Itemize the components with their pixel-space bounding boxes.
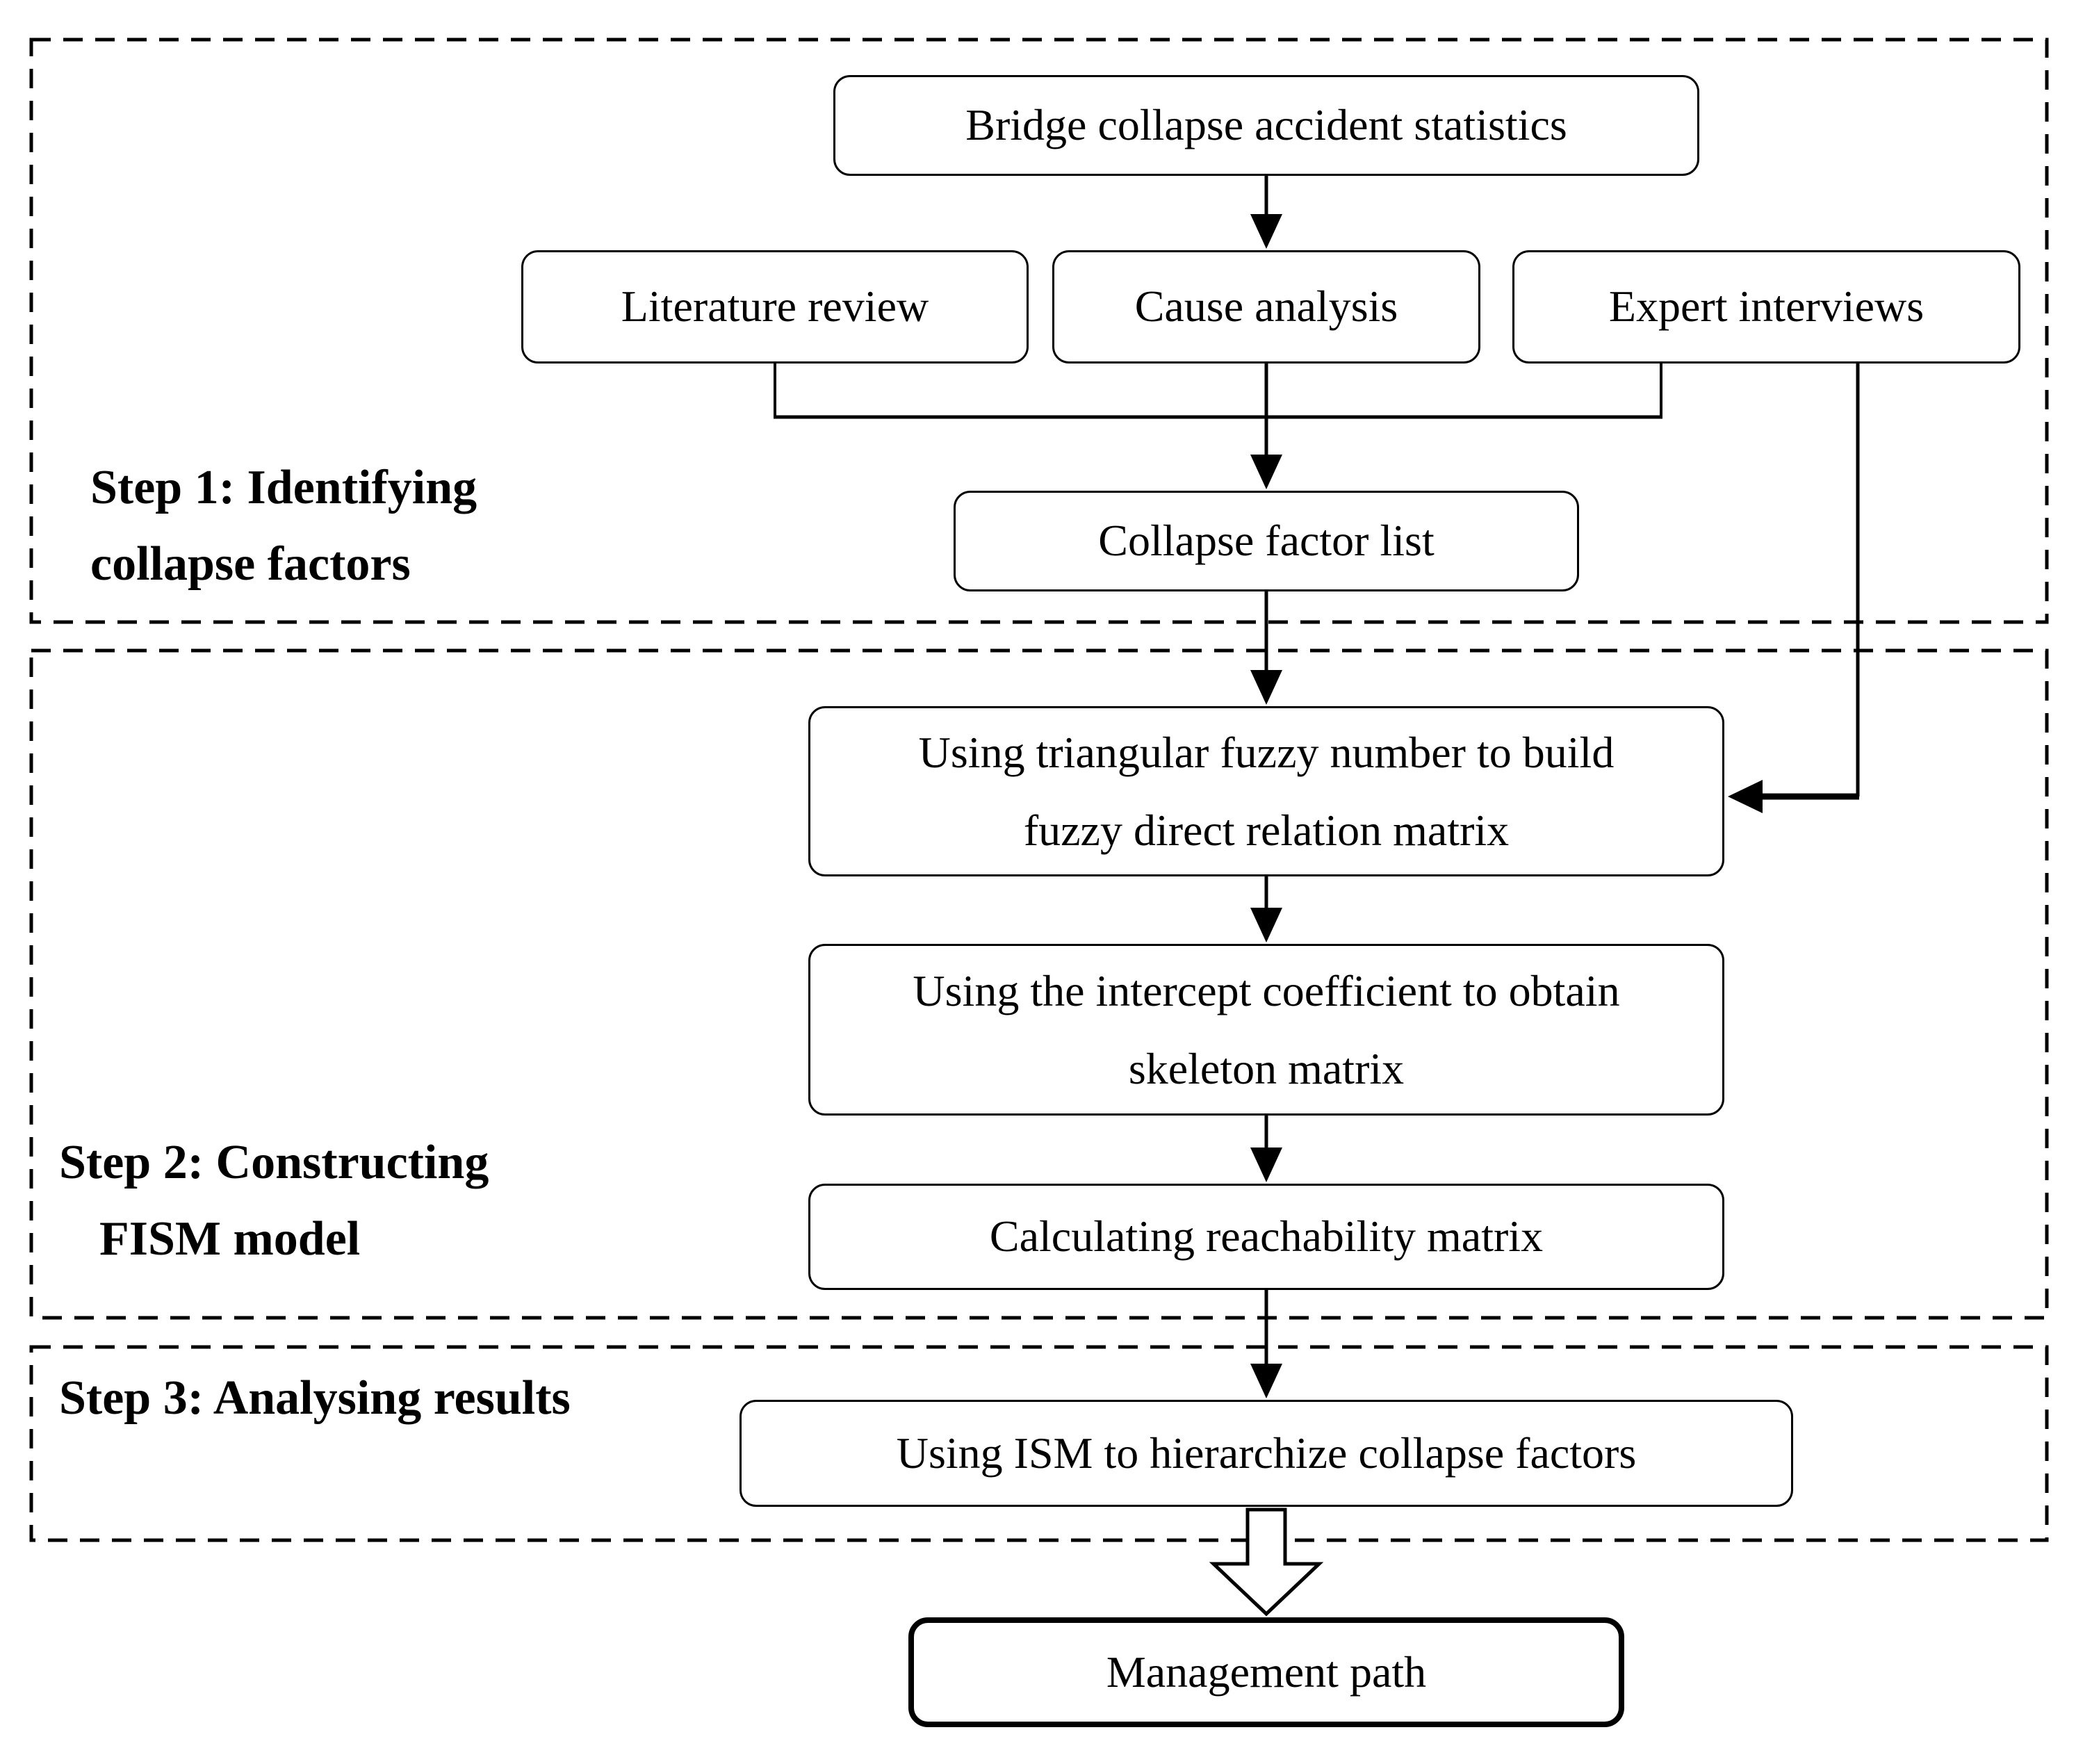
node-fuzzy-direct-relation-matrix-line1: Using triangular fuzzy number to build (918, 727, 1615, 777)
node-skeleton-matrix-line2: skeleton matrix (1128, 1043, 1405, 1093)
step3-label-line1: Step 3: Analysing results (59, 1371, 571, 1425)
node-literature-review-label: Literature review (621, 281, 929, 332)
step3-dashed-region (29, 1345, 2049, 1542)
hollow-down-arrow (1209, 1508, 1324, 1617)
arrow-fuzzy-to-intercept (1250, 876, 1282, 942)
node-ism-hierarchize: Using ISM to hierarchize collapse factor… (739, 1400, 1793, 1507)
node-collapse-factor-list-label: Collapse factor list (1098, 516, 1435, 566)
node-cause-analysis-label: Cause analysis (1134, 281, 1398, 332)
node-management-path-label: Management path (1106, 1647, 1427, 1697)
node-fuzzy-direct-relation-matrix-line2: fuzzy direct relation matrix (1023, 805, 1510, 855)
arrow-reachability-to-ism (1250, 1290, 1282, 1398)
step2-label-line2: FISM model (99, 1212, 361, 1266)
node-literature-review: Literature review (521, 250, 1029, 364)
node-collapse-factor-list: Collapse factor list (954, 491, 1579, 591)
arrow-factorlist-to-fuzzy (1250, 591, 1282, 705)
step1-label: Step 1: Identifying collapse factors (90, 450, 477, 603)
bracket-sources (774, 364, 1662, 419)
arrow-expert-to-fuzzy (1728, 364, 1860, 813)
node-bridge-collapse-accident-statistics-label: Bridge collapse accident statistics (965, 100, 1567, 150)
node-management-path: Management path (908, 1617, 1624, 1727)
node-reachability-matrix-label: Calculating reachability matrix (989, 1211, 1544, 1261)
node-expert-interviews-label: Expert interviews (1608, 281, 1925, 332)
node-reachability-matrix: Calculating reachability matrix (808, 1184, 1724, 1290)
node-fuzzy-direct-relation-matrix: Using triangular fuzzy number to build f… (808, 706, 1724, 876)
step2-label-line1: Step 2: Constructing (59, 1136, 489, 1189)
step2-label: Step 2: Constructing FISM model (59, 1125, 489, 1277)
node-expert-interviews: Expert interviews (1512, 250, 2020, 364)
step1-label-line2: collapse factors (90, 537, 411, 591)
step1-label-line1: Step 1: Identifying (90, 461, 477, 514)
node-skeleton-matrix: Using the intercept coefficient to obtai… (808, 944, 1724, 1116)
node-ism-hierarchize-label: Using ISM to hierarchize collapse factor… (896, 1428, 1637, 1478)
arrow-stats-to-cause (1250, 176, 1282, 249)
step1-dashed-region (29, 38, 2049, 624)
node-skeleton-matrix-line1: Using the intercept coefficient to obtai… (913, 965, 1620, 1015)
step3-label: Step 3: Analysing results (59, 1360, 571, 1437)
node-cause-analysis: Cause analysis (1052, 250, 1480, 364)
node-bridge-collapse-accident-statistics: Bridge collapse accident statistics (833, 75, 1699, 176)
arrow-cause-to-factorlist (1250, 364, 1282, 489)
step2-dashed-region (29, 648, 2049, 1320)
arrow-intercept-to-reachability (1250, 1116, 1282, 1182)
